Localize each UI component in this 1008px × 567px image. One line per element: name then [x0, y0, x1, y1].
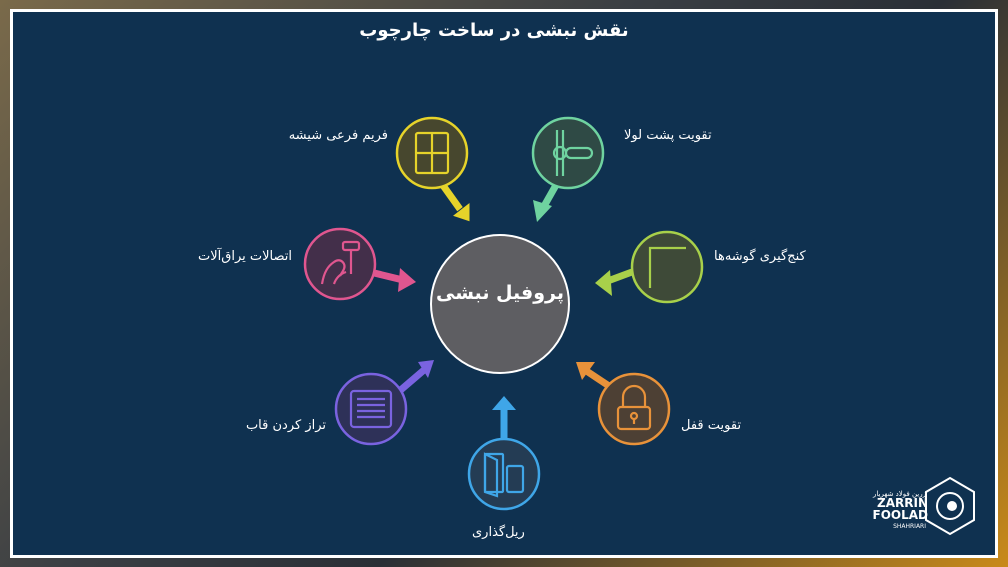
diagram-title: نقش نبشی در ساخت چارچوب [359, 20, 629, 41]
label-window-frame: فریم فرعی شیشه [288, 128, 388, 143]
padlock-icon [616, 384, 652, 431]
arrow-lock [576, 362, 614, 391]
label-corner: کنج‌گیری گوشه‌ها [714, 249, 806, 264]
hinge-icon [552, 130, 594, 176]
label-level: تراز کردن قاب [245, 418, 326, 433]
arrow-rail [492, 396, 516, 440]
node-fittings [303, 227, 377, 301]
center-label: پروفیل نبشی [436, 282, 564, 304]
brand-logo: زرین فولاد شهریار ZARRIN FOOLAD SHAHRIAR… [872, 476, 975, 536]
label-hinge: تقویت پشت لولا [624, 128, 712, 143]
level-lines-icon [349, 389, 393, 429]
arrow-corner [595, 268, 634, 296]
door-rail-icon [483, 452, 525, 498]
center-node [430, 234, 570, 374]
window-grid-icon [414, 131, 450, 175]
node-corner [630, 230, 704, 304]
corner-angle-icon [648, 246, 686, 288]
label-fittings: اتصالات یراق‌آلات [197, 249, 292, 264]
logo-persian: زرین فولاد شهریار [872, 490, 926, 498]
label-rail: ریل‌گذاری [472, 525, 525, 540]
node-level [334, 372, 408, 446]
node-lock [597, 372, 671, 446]
node-hinge [531, 116, 605, 190]
label-lock: تقویت قفل [681, 418, 742, 433]
logo-line-foolad: FOOLAD [873, 508, 929, 522]
logo-line-zarrin: ZARRIN [877, 496, 928, 510]
logo-line-shahriari: SHAHRIARI [893, 523, 926, 530]
arrow-fittings [369, 268, 416, 292]
arrow-level [393, 360, 434, 397]
fitting-hand-icon [320, 240, 361, 285]
